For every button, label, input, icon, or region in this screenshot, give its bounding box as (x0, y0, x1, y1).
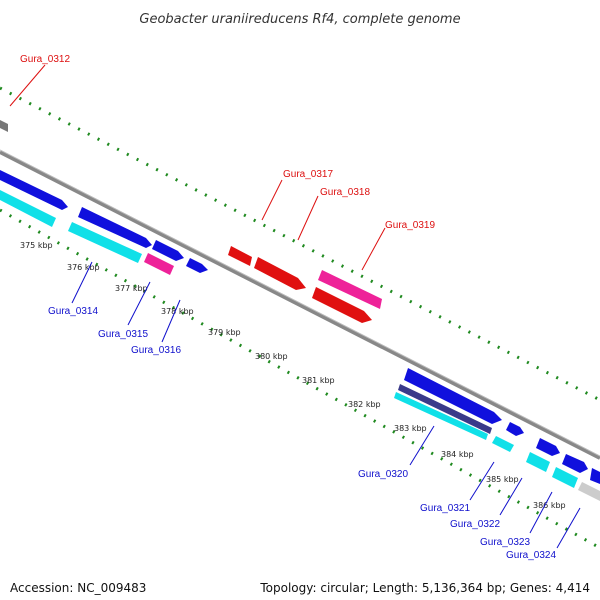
gene-label-gura-0321[interactable]: Gura_0321 (420, 503, 470, 514)
gene-arrow-gura-0314[interactable] (78, 207, 152, 248)
accession-text: Accession: NC_009483 (10, 581, 147, 595)
leader-line-gura-0319 (361, 227, 386, 271)
leader-line-gura-0321 (469, 461, 495, 501)
gene-arrow-gura-0323b[interactable] (552, 467, 578, 488)
kbp-label: 381 kbp (302, 376, 335, 385)
gene-label-gura-0320[interactable]: Gura_0320 (358, 469, 408, 480)
inner-tick-track (0, 208, 600, 550)
gene-arrow-gura-0318[interactable] (254, 257, 306, 290)
gene-label-gura-0312[interactable]: Gura_0312 (20, 54, 70, 65)
leader-line-gura-0314 (71, 261, 93, 304)
gene-arrow-gura-0320c[interactable] (394, 392, 488, 440)
gene-label-gura-0322[interactable]: Gura_0322 (450, 519, 500, 530)
kbp-scale-labels: 375 kbp 376 kbp 377 kbp 378 kbp 379 kbp … (20, 241, 566, 510)
page-title: Geobacter uraniireducens Rf4, complete g… (139, 12, 460, 27)
gene-arrow-gura-0319b[interactable] (312, 287, 372, 323)
gene-label-gura-0314[interactable]: Gura_0314 (48, 306, 98, 317)
gene-label-gura-0323[interactable]: Gura_0323 (480, 537, 530, 548)
kbp-label: 375 kbp (20, 241, 53, 250)
leader-lines (9, 64, 581, 549)
gene-arrow-gura-0320b[interactable] (398, 384, 492, 434)
leader-line-gura-0318 (297, 195, 319, 241)
gene-label-gura-0315[interactable]: Gura_0315 (98, 329, 148, 340)
kbp-label: 382 kbp (348, 400, 381, 409)
outer-tick-track (0, 86, 600, 402)
gene-arrow-gura-0315[interactable] (152, 240, 184, 261)
reverse-strand-genes (0, 120, 382, 323)
leader-line-gura-0323 (529, 491, 553, 534)
gene-labels-reverse: Gura_0312 Gura_0317 Gura_0318 Gura_0319 (20, 54, 435, 231)
genome-backbone-highlight (0, 149, 600, 457)
gene-label-gura-0318[interactable]: Gura_0318 (320, 187, 370, 198)
gene-arrow-gura-0321b[interactable] (506, 422, 524, 436)
kbp-label: 379 kbp (208, 328, 241, 337)
genome-backbone (0, 150, 600, 460)
gene-arrow-gura-0313[interactable] (0, 170, 68, 210)
leader-line-gura-0322 (499, 477, 523, 516)
kbp-label: 376 kbp (67, 263, 100, 272)
gene-arrow-gura-0312[interactable] (0, 120, 8, 132)
forward-strand-genes (0, 170, 600, 501)
gene-arrow-gura-0324b[interactable] (578, 482, 600, 501)
kbp-label: 384 kbp (441, 450, 474, 459)
gene-arrow-gura-0316[interactable] (186, 258, 208, 273)
kbp-label: 377 kbp (115, 284, 148, 293)
gene-arrow-gura-0322b[interactable] (526, 452, 550, 472)
kbp-label: 385 kbp (486, 475, 519, 484)
gene-label-gura-0324[interactable]: Gura_0324 (506, 550, 556, 561)
gene-arrow-gura-0320[interactable] (404, 368, 502, 424)
gene-label-gura-0316[interactable]: Gura_0316 (131, 345, 181, 356)
leader-line-gura-0320 (409, 425, 435, 466)
kbp-label: 383 kbp (394, 424, 427, 433)
topology-text: Topology: circular; Length: 5,136,364 bp… (260, 581, 590, 595)
gene-arrow-gura-0317[interactable] (228, 246, 252, 266)
kbp-label: 378 kbp (161, 307, 194, 316)
gene-label-gura-0317[interactable]: Gura_0317 (283, 169, 333, 180)
gene-arrow-gura-0314b[interactable] (68, 222, 142, 263)
leader-line-gura-0312 (9, 64, 46, 107)
leader-line-gura-0317 (261, 179, 283, 221)
kbp-label: 386 kbp (533, 501, 566, 510)
gene-labels-forward: Gura_0314 Gura_0315 Gura_0316 Gura_0320 … (48, 306, 556, 561)
gene-arrow-gura-0323[interactable] (562, 454, 588, 473)
gene-arrow-gura-0322[interactable] (536, 438, 560, 456)
gene-arrow-gura-0319[interactable] (318, 270, 382, 309)
gene-arrow-gura-0321[interactable] (492, 436, 514, 452)
gene-arrow-gura-0315b[interactable] (144, 253, 174, 275)
leader-line-gura-0315 (127, 281, 151, 326)
gene-arrow-gura-0313b[interactable] (0, 190, 56, 227)
gene-arrow-gura-0324[interactable] (590, 468, 600, 484)
leader-line-gura-0324 (556, 507, 581, 549)
gene-label-gura-0319[interactable]: Gura_0319 (385, 220, 435, 231)
leader-line-gura-0316 (161, 299, 181, 343)
kbp-label: 380 kbp (255, 352, 288, 361)
